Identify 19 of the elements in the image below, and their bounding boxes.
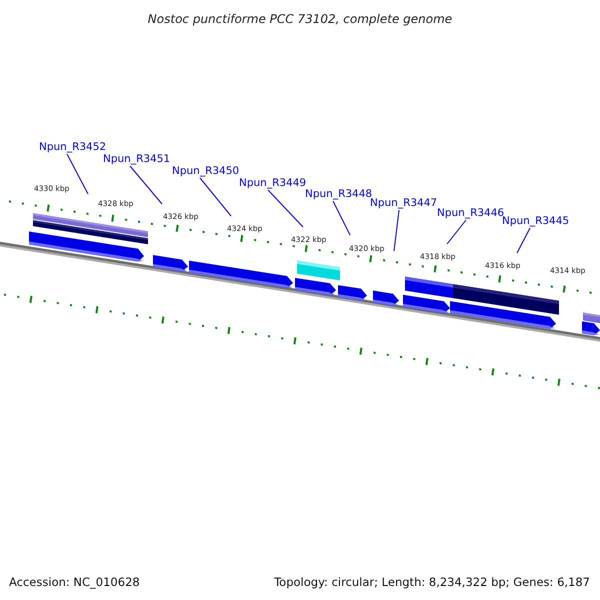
gene-label: Npun_R3449 xyxy=(239,177,306,189)
leader-line xyxy=(394,210,400,252)
gene-label: Npun_R3450 xyxy=(172,165,240,177)
leader-line xyxy=(268,190,304,228)
leader-line xyxy=(130,166,162,204)
accession-label: Accession: NC_010628 xyxy=(9,574,140,591)
gene-label: Npun_R3447 xyxy=(370,197,438,209)
gene-label: Npun_R3445 xyxy=(502,215,570,227)
leader-line xyxy=(446,220,466,244)
leader-line xyxy=(200,178,232,216)
gene-label: Npun_R3451 xyxy=(103,153,170,165)
leader-line xyxy=(332,200,350,236)
leader-line xyxy=(66,154,88,194)
gene-label: Npun_R3452 xyxy=(39,141,106,153)
genome-summary: Topology: circular; Length: 8,234,322 bp; Genes: 6,187 xyxy=(274,574,590,591)
title: Nostoc punctiforme PCC 73102, complete genome xyxy=(146,11,454,28)
leader-line xyxy=(516,228,530,254)
gene-label: Npun_R3446 xyxy=(437,207,504,219)
gene-label: Npun_R3448 xyxy=(305,188,372,200)
